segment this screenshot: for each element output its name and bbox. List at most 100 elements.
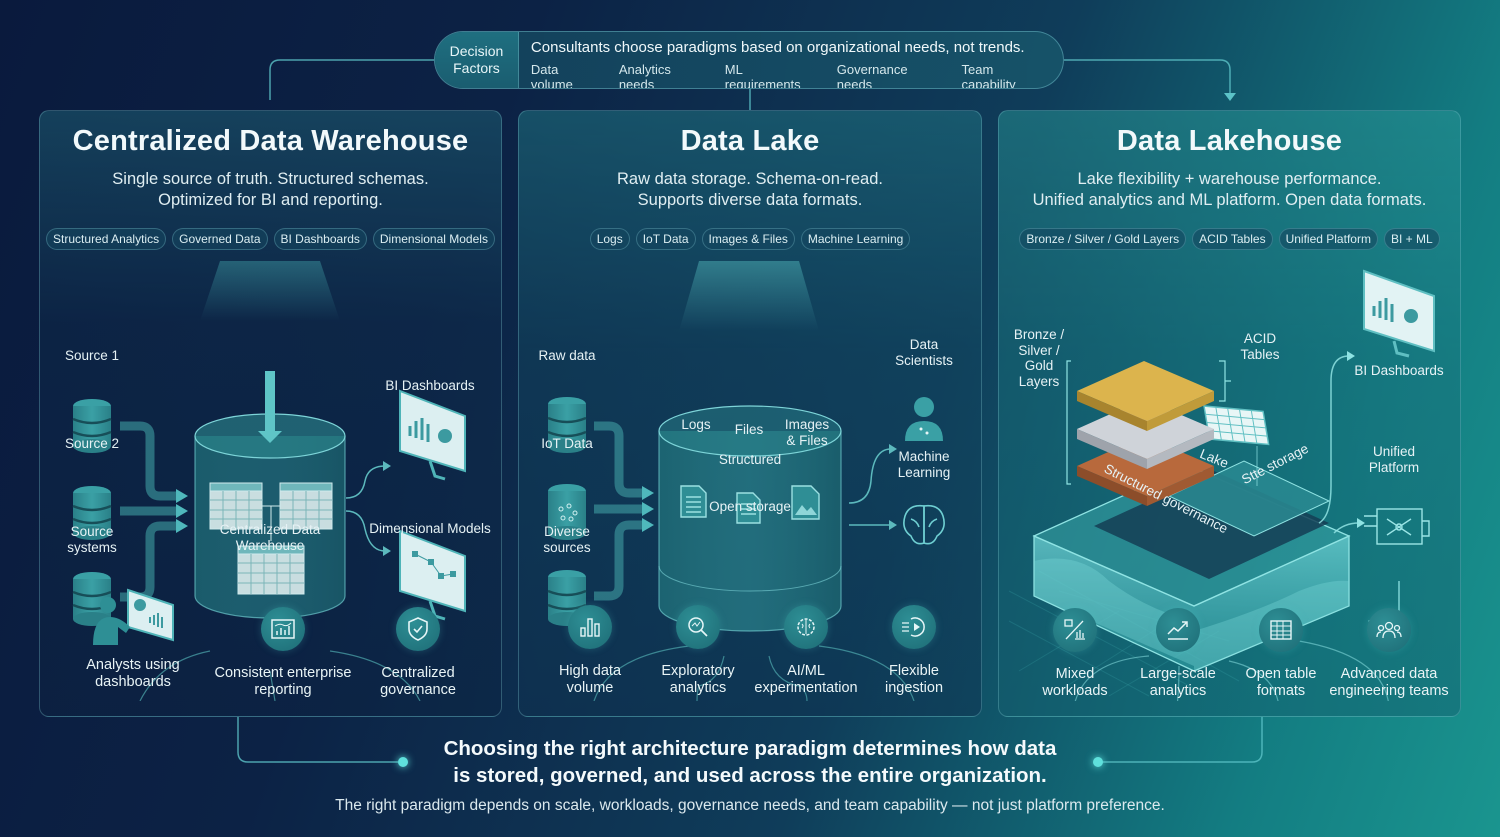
output-label: BI Dashboards: [385, 378, 475, 393]
file-icon: [736, 492, 761, 524]
acid-tables-label: ACID Tables: [1240, 331, 1280, 362]
panel-data-lakehouse: Data Lakehouse Lake flexibility + wareho…: [998, 110, 1461, 717]
arrow-down-icon: [258, 371, 282, 443]
source-label: Source 2: [64, 436, 120, 451]
accent-dot: [1093, 757, 1103, 767]
tag-chip: Governed Data: [172, 228, 268, 250]
panel-centralized-warehouse: Centralized Data Warehouse Single source…: [39, 110, 502, 717]
panel-title: Centralized Data Warehouse: [72, 125, 469, 157]
table-icon: [209, 482, 263, 530]
tag-chip: Bronze / Silver / Gold Layers: [1019, 228, 1187, 250]
panel-title: Data Lakehouse: [1116, 125, 1343, 157]
monitor-dashboard-icon: [1363, 269, 1435, 358]
ingestion-play-icon: [892, 605, 936, 649]
gold-layer: [1077, 361, 1214, 431]
team-icon: [1367, 608, 1411, 652]
inner-item-label: Files: [734, 422, 764, 437]
light-beam: [200, 261, 340, 321]
flow-arrows: [594, 421, 644, 601]
decision-factor-list: Data volume Analytics needs ML requireme…: [531, 62, 1051, 89]
iot-database-icon: [548, 484, 586, 540]
monitor-model-icon: [399, 529, 466, 621]
warehouse-center-label: Centralized Data Warehouse: [219, 522, 321, 553]
source-label: Diverse sources: [543, 524, 591, 555]
shield-check-icon: [396, 607, 440, 651]
table-icon: [279, 482, 333, 530]
output-label: Unified Platform: [1368, 444, 1420, 475]
panel-description: Single source of truth. Structured schem…: [112, 170, 429, 209]
factor-item: Analytics needs: [618, 62, 671, 89]
output-connectors: [345, 465, 386, 552]
tag-chip: Images & Files: [701, 228, 795, 250]
accent-dot: [398, 757, 408, 767]
log-file-icon: [680, 485, 707, 518]
mixed-workload-icon: [1053, 608, 1097, 652]
factor-item: ML requirements: [724, 62, 801, 89]
tag-chip: IoT Data: [635, 228, 696, 250]
tag-chip: Structured Analytics: [46, 228, 167, 250]
table-icon: [237, 545, 305, 595]
tag-chips: Logs IoT Data Images & Files Machine Lea…: [519, 228, 981, 250]
lake-cylinder: [658, 405, 842, 632]
tag-chip: Machine Learning: [800, 228, 911, 250]
data-scientist-icon: [905, 397, 943, 441]
bar-chart-icon: [568, 605, 612, 649]
trend-up-icon: [1156, 608, 1200, 652]
footer-headline: Choosing the right architecture paradigm…: [443, 737, 1057, 787]
database-icon: [547, 397, 587, 453]
structured-label: Structured: [718, 452, 782, 467]
factor-item: Team capability: [961, 62, 1016, 89]
source-label: Source systems: [67, 524, 117, 555]
tag-chip: Unified Platform: [1278, 228, 1378, 250]
tag-chips: Bronze / Silver / Gold Layers ACID Table…: [999, 228, 1460, 250]
tag-chip: ACID Tables: [1192, 228, 1273, 250]
warehouse-diagram: [72, 261, 466, 701]
layers-label: Bronze / Silver / Gold Layers: [1013, 327, 1065, 389]
source-label: IoT Data: [541, 436, 593, 451]
report-chart-icon: [261, 607, 305, 651]
decision-factors-banner: Decision Factors Consultants choose para…: [434, 31, 1064, 89]
image-file-icon: [791, 485, 820, 520]
source-label: Raw data: [538, 348, 596, 363]
decision-headline: Consultants choose paradigms based on or…: [530, 39, 1025, 56]
magnifier-trend-icon: [676, 605, 720, 649]
tag-chips: Structured Analytics Governed Data BI Da…: [40, 228, 501, 250]
tag-chip: Dimensional Models: [372, 228, 495, 250]
open-storage-label: Open storage: [709, 499, 791, 514]
decision-factors-label: Decision Factors: [435, 32, 519, 88]
database-icon: [72, 486, 112, 540]
panel-data-lake: Data Lake Raw data storage. Schema-on-re…: [518, 110, 982, 717]
monitor-dashboard-icon: [399, 389, 466, 481]
brain-gear-icon: [784, 605, 828, 649]
light-beam: [679, 261, 819, 331]
output-label: Machine Learning: [897, 449, 951, 480]
tag-chip: Logs: [589, 228, 630, 250]
unified-platform-icon: [1364, 508, 1430, 545]
tag-chip: BI + ML: [1383, 228, 1440, 250]
database-icon: [72, 399, 112, 453]
brain-icon: [903, 504, 945, 545]
tag-chip: BI Dashboards: [273, 228, 367, 250]
table-grid-icon: [1203, 405, 1270, 446]
source-label: Source 1: [64, 348, 120, 363]
factor-item: Governance needs: [836, 62, 908, 89]
footer-subtext: The right paradigm depends on scale, wor…: [335, 797, 1165, 814]
analyst-dashboard-icon: [88, 585, 178, 645]
inner-item-label: Images & Files: [784, 417, 830, 448]
panel-title: Data Lake: [680, 125, 820, 157]
panel-description: Raw data storage. Schema-on-read. Suppor…: [617, 170, 883, 209]
table-grid-icon: [1259, 608, 1303, 652]
output-label: Dimensional Models: [369, 521, 491, 536]
output-label: Data Scientists: [895, 337, 953, 368]
inner-item-label: Logs: [681, 417, 711, 432]
